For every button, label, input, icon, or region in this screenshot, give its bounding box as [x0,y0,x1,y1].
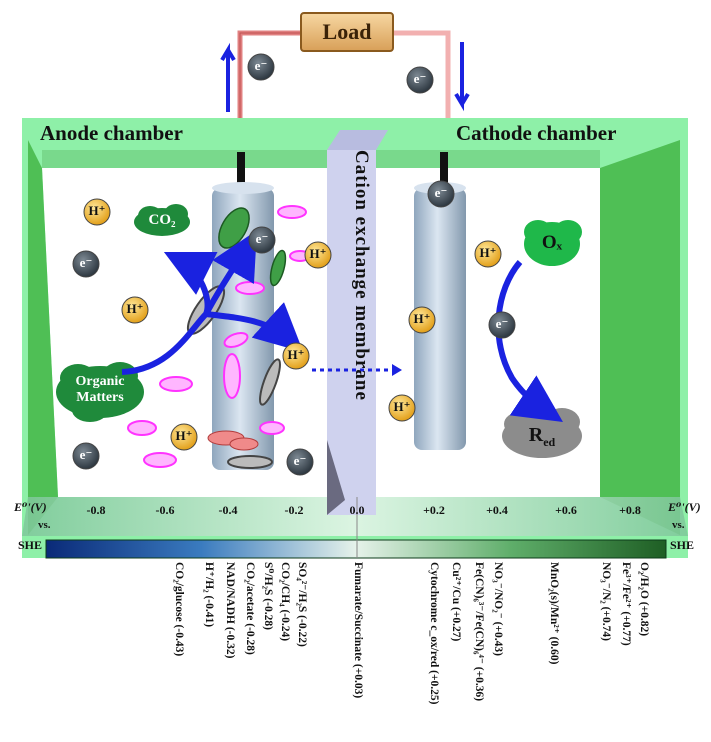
electron-label: e⁻ [255,231,269,246]
axis-tick-label: +0.8 [619,503,641,517]
electron-label: e⁻ [79,255,93,270]
proton-marker [282,342,310,370]
proton-marker [408,306,436,334]
redox-couple-label: Fe(CN)₆³⁻/Fe(CN)₆⁴⁻ (+0.36) [473,562,485,702]
axis-vs-left: vs. [38,519,51,531]
membrane [327,130,388,515]
electron-label: e⁻ [495,316,509,331]
axis-tick-label: +0.2 [423,503,445,517]
electron-label: e⁻ [434,185,448,200]
axis-tick-label: -0.6 [155,503,175,517]
proton-markers [83,198,502,451]
electron-marker [72,442,100,470]
redox-couple-label: CO₂/glucose (-0.43) [173,562,185,657]
axis-tick-label: +0.4 [486,503,508,517]
electron-label: e⁻ [254,58,268,73]
electron-marker [248,226,276,254]
proton-label: H⁺ [287,347,305,362]
red-main: R [528,424,544,446]
redox-couple-label: NO₃⁻/N₂ (+0.74) [600,562,612,641]
redox-couple-label: CO₂/acetate (-0.28) [244,562,256,655]
proton-marker [474,240,502,268]
redox-couple-label: MnO₂(s)/Mn²⁺ (0.60) [548,562,560,665]
proton-label: H⁺ [126,301,144,316]
redox-couple-label: Fumarate/Succinate (+0.03) [352,562,364,699]
proton-label: H⁺ [393,399,411,414]
proton-label: H⁺ [175,428,193,443]
proton-marker [121,296,149,324]
electron-marker [406,66,434,94]
membrane-label: Cation exchange membrane [351,150,372,401]
organic-line-1: Organic [75,374,125,389]
redox-couple-label: NAD/NADH (-0.32) [224,562,236,659]
co2-cloud [134,204,190,236]
redox-couple-label: CO₂/CH₄ (-0.24) [279,562,291,642]
axis-she-left: SHE [18,538,43,552]
axis-tick-label: -0.4 [218,503,238,517]
axis-tick-label: -0.8 [86,503,106,517]
red-sub: ed [543,435,556,449]
electron-label: e⁻ [413,71,427,86]
redox-couple-label: SO₄²⁻/H₂S (-0.22) [296,562,308,647]
redox-couple-label: O₂/H₂O (+0.82) [638,562,650,637]
proton-label: H⁺ [309,246,327,261]
redox-couple-label: NO₃⁻/NO₂⁻ (+0.43) [492,562,504,656]
axis-tick-label: 0.0 [349,503,365,517]
organic-matters-label: Organic Matters [62,374,138,406]
proton-label: H⁺ [479,245,497,260]
proton-marker [388,394,416,422]
electron-marker [488,311,516,339]
proton-label: H⁺ [413,311,431,326]
red-cells [207,430,259,451]
redox-couple-label: Fe³⁺/Fe²⁺ (+0.77) [620,562,632,646]
reaction-arrows [121,230,563,422]
axis-label-right: E⁰'(V) [668,500,701,514]
organic-line-2: Matters [76,390,124,405]
electron-marker [427,180,455,208]
co2-label: CO₂ [148,212,176,228]
proton-marker [83,198,111,226]
load-box: Load [300,12,394,52]
electron-marker [247,53,275,81]
organic-cloud [56,362,144,422]
proton-marker [304,241,332,269]
electron-marker [286,448,314,476]
ox-label: Oₓ [541,232,563,253]
axis-vs-right: vs. [672,519,685,531]
axis-label-left: E⁰'(V) [14,500,47,514]
red-label: Red [512,424,572,450]
redox-couple-label: S⁰/H₂S (-0.28) [262,562,274,630]
proton-marker [170,423,198,451]
cathode-chamber-title: Cathode chamber [456,121,617,145]
electron-label: e⁻ [79,447,93,462]
axis-tick-label: -0.2 [284,503,304,517]
redox-couple-label: Cytochrome c_ox/red (+0.25) [428,562,440,705]
proton-label: H⁺ [88,203,106,218]
electron-marker [72,250,100,278]
electron-markers [72,53,516,476]
redox-couple-label: Cu²⁺/Cu (+0.27) [450,562,462,642]
ox-cloud [524,220,582,266]
potential-scale-bar [45,539,667,559]
external-circuit [237,30,451,128]
current-direction-arrows [220,42,470,112]
axis-she-right: SHE [670,538,695,552]
redox-couple-label: H⁺/H₂ (-0.41) [203,562,215,628]
axis-tick-label: +0.6 [555,503,577,517]
electron-label: e⁻ [293,453,307,468]
anode-chamber-title: Anode chamber [40,121,183,145]
